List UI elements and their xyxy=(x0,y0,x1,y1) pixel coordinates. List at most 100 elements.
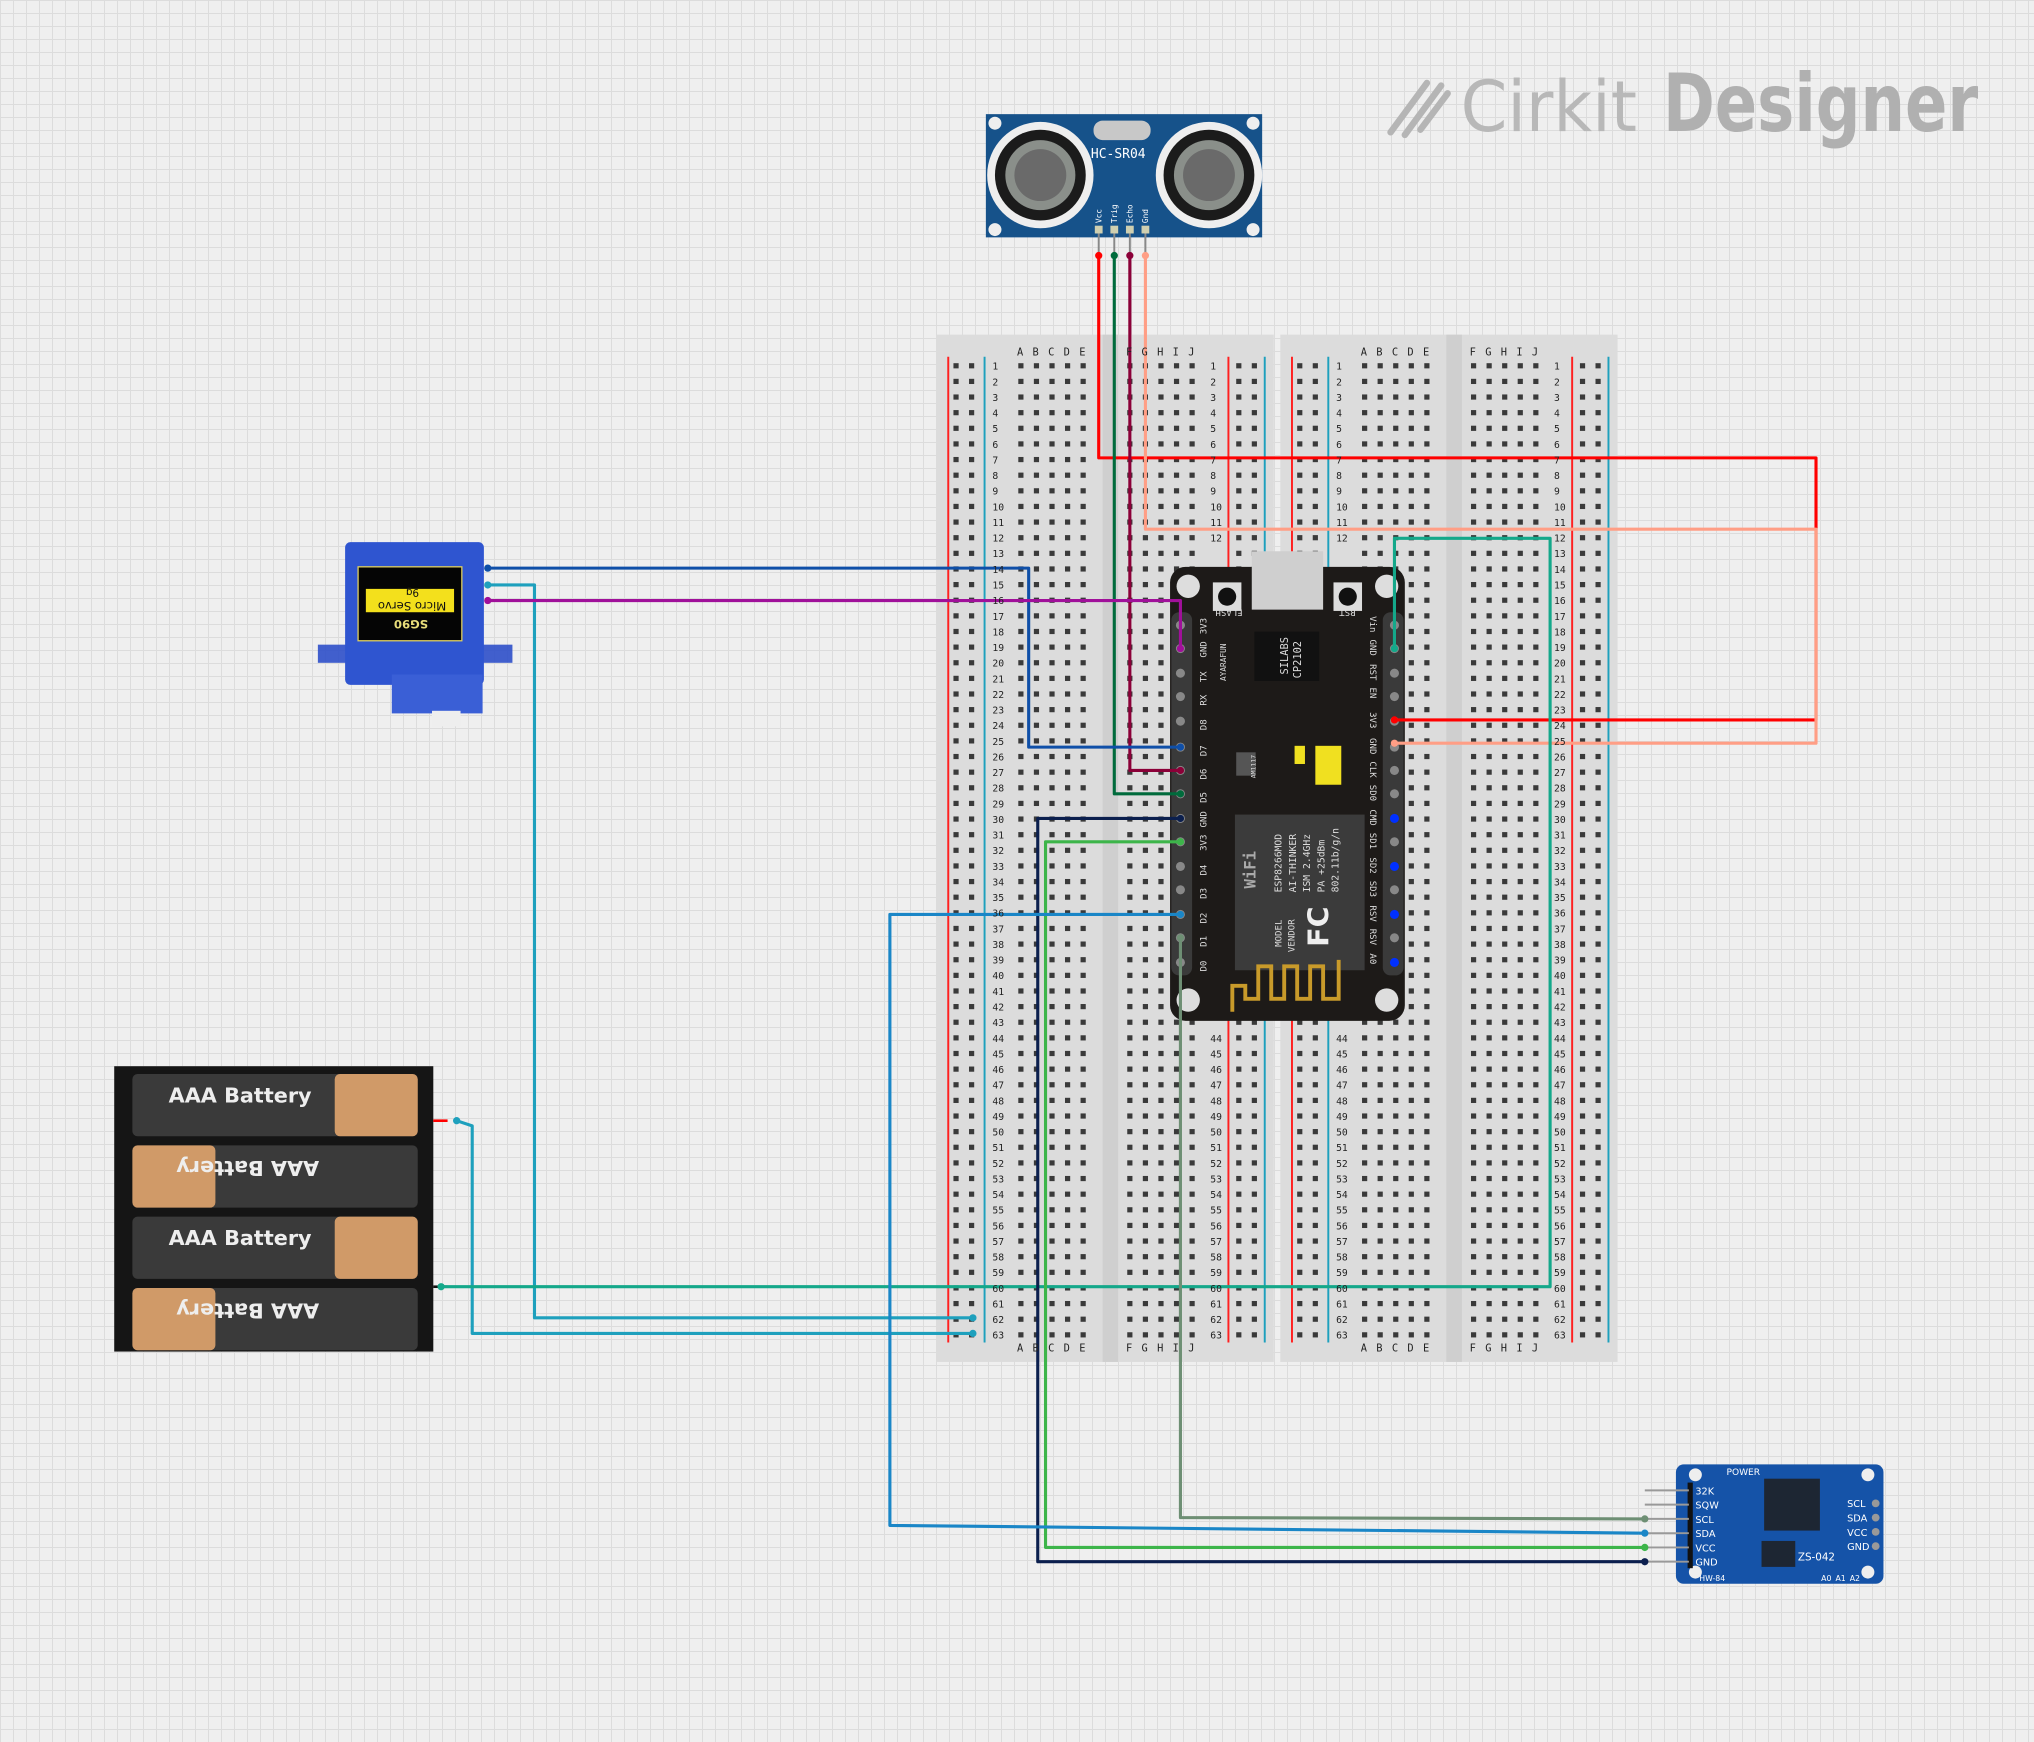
breadboard-hole[interactable] xyxy=(1297,1300,1303,1307)
breadboard-hole[interactable] xyxy=(1173,410,1180,416)
breadboard-hole[interactable] xyxy=(1251,1129,1257,1135)
breadboard-hole[interactable] xyxy=(1189,378,1195,385)
breadboard-hole[interactable] xyxy=(1173,1082,1180,1088)
breadboard-hole[interactable] xyxy=(1470,363,1477,369)
breadboard-hole[interactable] xyxy=(1018,1316,1024,1322)
breadboard-hole[interactable] xyxy=(1470,503,1477,510)
breadboard-hole[interactable] xyxy=(969,1129,975,1135)
breadboard-hole[interactable] xyxy=(1142,660,1149,666)
breadboard-hole[interactable] xyxy=(1173,441,1180,447)
breadboard-hole[interactable] xyxy=(953,1207,959,1213)
breadboard-hole[interactable] xyxy=(1127,1066,1133,1072)
breadboard-hole[interactable] xyxy=(953,1004,959,1010)
breadboard-hole[interactable] xyxy=(1470,1269,1477,1275)
breadboard-hole[interactable] xyxy=(1486,597,1492,603)
breadboard-hole[interactable] xyxy=(1408,1113,1414,1119)
breadboard-hole[interactable] xyxy=(1049,363,1055,369)
breadboard-hole[interactable] xyxy=(1533,519,1539,525)
breadboard-hole[interactable] xyxy=(1424,660,1430,666)
breadboard-hole[interactable] xyxy=(1393,1082,1399,1088)
breadboard-hole[interactable] xyxy=(1533,925,1539,932)
breadboard-hole[interactable] xyxy=(1470,675,1477,681)
breadboard-hole[interactable] xyxy=(1158,910,1164,916)
breadboard-hole[interactable] xyxy=(1064,941,1071,947)
breadboard-hole[interactable] xyxy=(1579,894,1586,900)
breadboard-hole[interactable] xyxy=(1033,503,1040,510)
breadboard-hole[interactable] xyxy=(1312,488,1318,494)
breadboard-hole[interactable] xyxy=(1470,566,1477,572)
sensor-pin[interactable] xyxy=(1110,225,1119,234)
breadboard-hole[interactable] xyxy=(1470,410,1477,416)
breadboard-hole[interactable] xyxy=(1595,707,1601,713)
breadboard-hole[interactable] xyxy=(1362,1269,1368,1275)
breadboard-hole[interactable] xyxy=(1312,1019,1318,1025)
breadboard-hole[interactable] xyxy=(1517,816,1523,822)
breadboard-hole[interactable] xyxy=(953,1222,959,1229)
breadboard-hole[interactable] xyxy=(1018,1175,1024,1182)
breadboard-hole[interactable] xyxy=(1080,1207,1086,1213)
breadboard-hole[interactable] xyxy=(1142,972,1149,978)
breadboard-hole[interactable] xyxy=(1408,1254,1414,1260)
breadboard-hole[interactable] xyxy=(1595,660,1601,666)
breadboard-hole[interactable] xyxy=(1595,1129,1601,1135)
breadboard-hole[interactable] xyxy=(1236,1144,1242,1150)
breadboard-hole[interactable] xyxy=(953,425,959,431)
breadboard-hole[interactable] xyxy=(969,628,975,635)
wire-endpoint[interactable] xyxy=(484,581,492,589)
breadboard-hole[interactable] xyxy=(1486,800,1492,807)
breadboard-hole[interactable] xyxy=(1408,722,1414,728)
breadboard-hole[interactable] xyxy=(1502,753,1508,760)
breadboard-hole[interactable] xyxy=(1080,1129,1086,1135)
breadboard-hole[interactable] xyxy=(1393,488,1399,494)
breadboard-hole[interactable] xyxy=(1142,832,1149,838)
breadboard-hole[interactable] xyxy=(1377,1207,1383,1213)
breadboard-hole[interactable] xyxy=(1470,1175,1477,1182)
breadboard-hole[interactable] xyxy=(1033,660,1040,666)
breadboard-hole[interactable] xyxy=(1595,1066,1601,1072)
trig-wire[interactable] xyxy=(1112,255,1181,796)
breadboard-hole[interactable] xyxy=(1142,894,1149,900)
breadboard-hole[interactable] xyxy=(1470,472,1477,478)
breadboard-hole[interactable] xyxy=(1424,1082,1430,1088)
breadboard-hole[interactable] xyxy=(1470,800,1477,807)
breadboard-hole[interactable] xyxy=(1173,1332,1180,1338)
breadboard-hole[interactable] xyxy=(1393,1207,1399,1213)
breadboard-hole[interactable] xyxy=(1064,738,1071,744)
breadboard-hole[interactable] xyxy=(1424,488,1430,494)
breadboard-hole[interactable] xyxy=(1142,878,1149,885)
breadboard-hole[interactable] xyxy=(1517,613,1523,619)
breadboard-hole[interactable] xyxy=(969,910,975,916)
breadboard-hole[interactable] xyxy=(1502,394,1508,400)
breadboard-hole[interactable] xyxy=(1533,378,1539,385)
breadboard-hole[interactable] xyxy=(1158,1004,1164,1010)
breadboard-hole[interactable] xyxy=(1173,1222,1180,1229)
wire-endpoint[interactable] xyxy=(1141,251,1150,260)
breadboard-hole[interactable] xyxy=(969,1191,975,1197)
wire-endpoint[interactable] xyxy=(1390,716,1399,724)
breadboard-hole[interactable] xyxy=(1595,1254,1601,1260)
breadboard-hole[interactable] xyxy=(1033,410,1040,416)
breadboard-hole[interactable] xyxy=(1579,503,1586,510)
breadboard-hole[interactable] xyxy=(1517,832,1523,838)
breadboard-hole[interactable] xyxy=(1080,566,1086,572)
breadboard-hole[interactable] xyxy=(1018,863,1024,869)
breadboard-hole[interactable] xyxy=(1408,1300,1414,1307)
breadboard-hole[interactable] xyxy=(1127,1144,1133,1150)
breadboard-hole[interactable] xyxy=(1033,675,1040,681)
breadboard-hole[interactable] xyxy=(1251,1113,1257,1119)
breadboard-hole[interactable] xyxy=(1033,644,1040,650)
wire-endpoint[interactable] xyxy=(1126,251,1134,260)
breadboard-hole[interactable] xyxy=(1189,456,1195,463)
breadboard-hole[interactable] xyxy=(1424,1222,1430,1229)
breadboard-hole[interactable] xyxy=(1312,456,1318,463)
breadboard-hole[interactable] xyxy=(1424,878,1430,885)
breadboard-hole[interactable] xyxy=(1470,1254,1477,1260)
breadboard-hole[interactable] xyxy=(1533,863,1539,869)
breadboard-hole[interactable] xyxy=(1470,456,1477,463)
breadboard-hole[interactable] xyxy=(1033,800,1040,807)
breadboard-hole[interactable] xyxy=(1579,1129,1586,1135)
breadboard-hole[interactable] xyxy=(1486,738,1492,744)
esp-pin-sd2[interactable] xyxy=(1389,861,1399,871)
breadboard-hole[interactable] xyxy=(1080,535,1086,541)
